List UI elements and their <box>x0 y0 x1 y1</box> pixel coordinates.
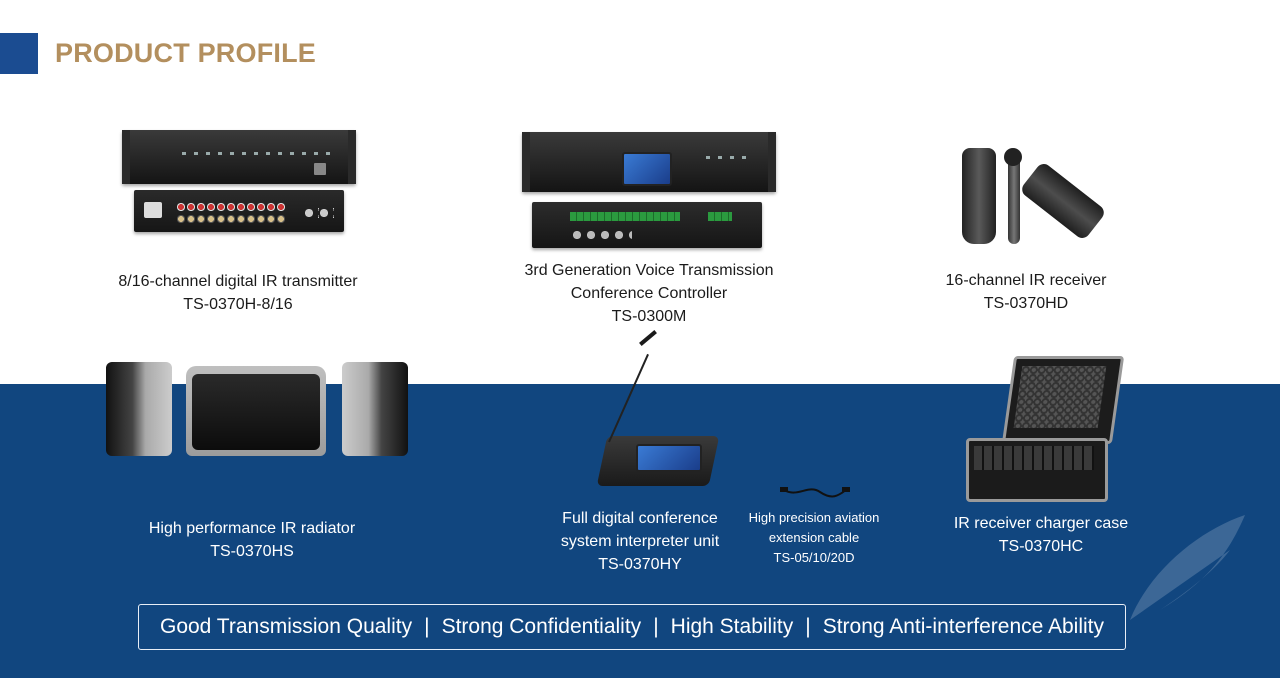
aviation-cable-image <box>780 487 850 498</box>
charger-case-caption: IR receiver charger case TS-0370HC <box>921 512 1161 558</box>
ir-radiator-image <box>106 360 408 460</box>
feature-stability: High Stability <box>670 615 794 638</box>
interpreter-unit-caption: Full digital conference system interpret… <box>530 507 750 576</box>
feature-separator: | <box>653 615 659 638</box>
charger-case-image <box>962 356 1125 502</box>
conference-controller-caption: 3rd Generation Voice Transmission Confer… <box>489 259 809 328</box>
aviation-cable-caption: High precision aviation extension cable … <box>734 508 894 568</box>
interpreter-unit-description-2: system interpreter unit <box>560 533 720 550</box>
aviation-cable-description-1: High precision aviation <box>748 510 880 525</box>
conference-controller-description-1: 3rd Generation Voice Transmission <box>524 262 774 279</box>
ir-radiator-caption: High performance IR radiator TS-0370HS <box>121 517 383 563</box>
charger-case-description: IR receiver charger case <box>953 515 1129 532</box>
conference-controller-description-2: Conference Controller <box>570 285 728 302</box>
conference-controller-image <box>522 132 776 250</box>
interpreter-unit-description-1: Full digital conference <box>562 510 718 527</box>
charger-case-model: TS-0370HC <box>998 538 1084 555</box>
ir-transmitter-description: 8/16-channel digital IR transmitter <box>118 273 358 290</box>
page-title: PRODUCT PROFILE <box>55 38 317 68</box>
interpreter-touchscreen-icon <box>636 444 702 472</box>
conference-controller-model: TS-0300M <box>611 308 687 325</box>
feature-separator: | <box>805 615 811 638</box>
ir-radiator-description: High performance IR radiator <box>148 520 356 537</box>
ir-transmitter-caption: 8/16-channel digital IR transmitter TS-0… <box>88 270 388 316</box>
ir-receiver-description: 16-channel IR receiver <box>945 272 1107 289</box>
feature-confidentiality: Strong Confidentiality <box>441 615 642 638</box>
interpreter-unit-image <box>590 326 720 498</box>
aviation-cable-model: TS-05/10/20D <box>773 550 855 565</box>
ir-radiator-model: TS-0370HS <box>210 543 294 560</box>
ir-receiver-caption: 16-channel IR receiver TS-0370HD <box>906 269 1146 315</box>
feature-anti-interference: Strong Anti-interference Ability <box>822 615 1105 638</box>
ir-receiver-image <box>960 148 1124 248</box>
feature-banner: Good Transmission Quality | Strong Confi… <box>138 604 1126 650</box>
ir-transmitter-image <box>122 130 356 234</box>
title-accent-bar <box>0 33 38 74</box>
feather-watermark-icon <box>1130 515 1245 620</box>
ir-receiver-model: TS-0370HD <box>983 295 1069 312</box>
interpreter-unit-model: TS-0370HY <box>598 556 682 573</box>
ir-transmitter-model: TS-0370H-8/16 <box>183 296 293 313</box>
feature-separator: | <box>424 615 430 638</box>
feature-transmission-quality: Good Transmission Quality <box>159 615 413 638</box>
controller-touchscreen-icon <box>622 152 672 186</box>
aviation-cable-description-2: extension cable <box>768 530 860 545</box>
